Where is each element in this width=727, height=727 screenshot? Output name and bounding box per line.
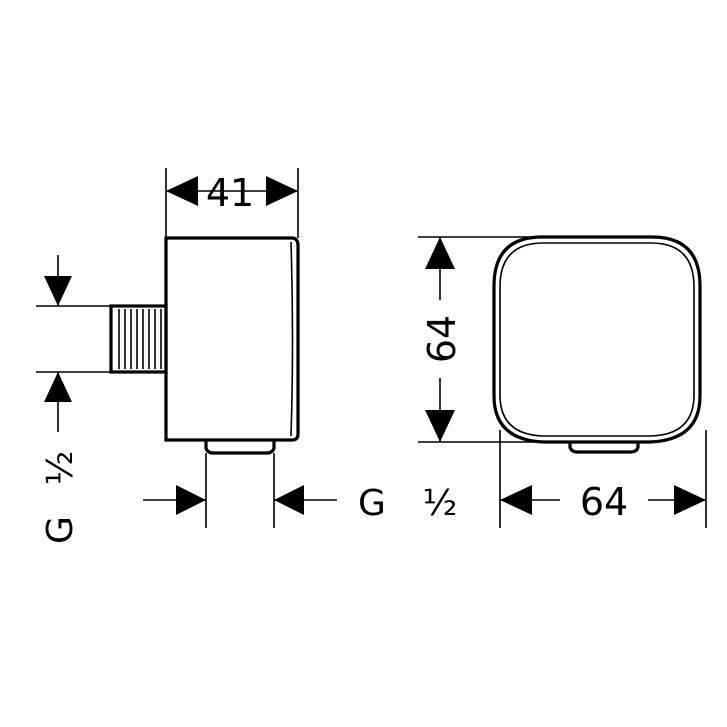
arrowhead-left: [166, 176, 198, 206]
dimension-64-height-label: 64: [420, 315, 464, 363]
front-bottom-outlet: [568, 442, 640, 454]
side-inlet-thread-prefix: G: [40, 516, 81, 544]
arrowhead-right: [674, 485, 706, 515]
side-view: [109, 236, 300, 455]
side-inlet-thread-lines: [118, 309, 162, 369]
arrowhead-top: [425, 237, 455, 269]
side-bottom-outlet: [204, 440, 276, 455]
arrowhead-top: [44, 276, 72, 306]
dimension-bottom-outlet: G ½: [143, 453, 457, 528]
arrowhead-left: [500, 485, 532, 515]
side-view-body: [164, 236, 300, 442]
arrowhead-right: [274, 485, 304, 515]
arrowhead-bottom: [44, 372, 72, 402]
dimension-64-height: 64: [418, 236, 540, 443]
arrowhead-bottom: [425, 410, 455, 442]
dimension-side-inlet: ½ G: [36, 255, 111, 544]
dimension-64-width: 64: [499, 430, 707, 528]
arrowhead-left: [176, 485, 206, 515]
side-view-body-contour: [290, 241, 294, 437]
front-view-inner-outline: [499, 242, 695, 437]
front-view-outer-outline: [492, 235, 702, 444]
dimension-41: 41: [165, 168, 299, 238]
bottom-outlet-thread-fraction: ½: [423, 483, 458, 524]
arrowhead-right: [266, 176, 298, 206]
dimension-64-width-label: 64: [580, 480, 628, 524]
side-inlet-thread-fraction: ½: [40, 451, 81, 486]
dimension-41-label: 41: [206, 171, 254, 215]
front-view: [492, 235, 702, 454]
side-inlet-thread: [109, 304, 168, 374]
bottom-outlet-thread-prefix: G: [358, 483, 386, 524]
